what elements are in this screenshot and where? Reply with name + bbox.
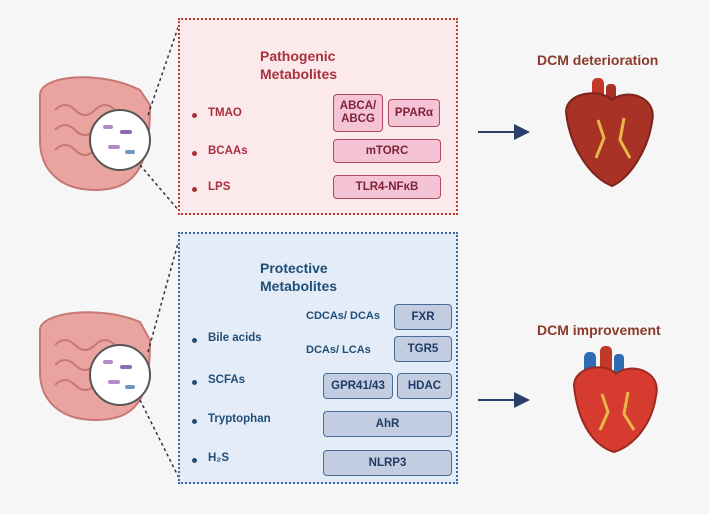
bullet xyxy=(192,338,197,343)
microbe-magnifier-icon xyxy=(89,344,151,406)
item-label-bile-acids: Bile acids xyxy=(208,332,262,344)
item-label-scfas: SCFAs xyxy=(208,374,246,386)
target-abca-abcg: ABCA/ ABCG xyxy=(333,94,383,132)
heart-icon xyxy=(572,346,658,454)
target-nlrp3: NLRP3 xyxy=(323,450,452,476)
bullet xyxy=(192,419,197,424)
heart-icon xyxy=(564,78,654,188)
protective-title-line1: Protective xyxy=(260,260,328,276)
bullet xyxy=(192,458,197,463)
target-mtorc: mTORC xyxy=(333,139,441,163)
target-fxr: FXR xyxy=(394,304,452,330)
pathogenic-title-line1: Pathogenic xyxy=(260,48,336,64)
target-gpr41-43: GPR41/43 xyxy=(323,373,393,399)
microbe-magnifier-icon xyxy=(89,109,151,171)
target-ppara: PPARα xyxy=(388,99,440,127)
bullet xyxy=(192,380,197,385)
target-ahr: AhR xyxy=(323,411,452,437)
protective-title-line2: Metabolites xyxy=(260,278,338,294)
pathogenic-title-line2: Metabolites xyxy=(260,66,338,82)
item-label-h2s: H₂S xyxy=(208,452,230,464)
pathogenic-panel: Pathogenic Metabolites TMAO BCAAs LPS AB… xyxy=(178,18,458,215)
item-label-tmao: TMAO xyxy=(208,107,242,119)
target-tlr4-nfkb: TLR4-NFκB xyxy=(333,175,441,199)
outcome-deterioration: DCM deterioration xyxy=(537,52,659,68)
outcome-improvement: DCM improvement xyxy=(537,322,661,338)
item-label-lps: LPS xyxy=(208,181,231,193)
item-label-bcaas: BCAAs xyxy=(208,145,248,157)
bullet xyxy=(192,151,197,156)
branch-label-dcas-lcas: DCAs/ LCAs xyxy=(306,344,371,356)
bullet xyxy=(192,113,197,118)
bullet xyxy=(192,187,197,192)
item-label-tryptophan: Tryptophan xyxy=(208,413,271,425)
target-hdac: HDAC xyxy=(397,373,452,399)
target-tgr5: TGR5 xyxy=(394,336,452,362)
branch-label-cdcas-dcas: CDCAs/ DCAs xyxy=(306,310,380,322)
protective-panel: Protective Metabolites Bile acids CDCAs/… xyxy=(178,232,458,484)
